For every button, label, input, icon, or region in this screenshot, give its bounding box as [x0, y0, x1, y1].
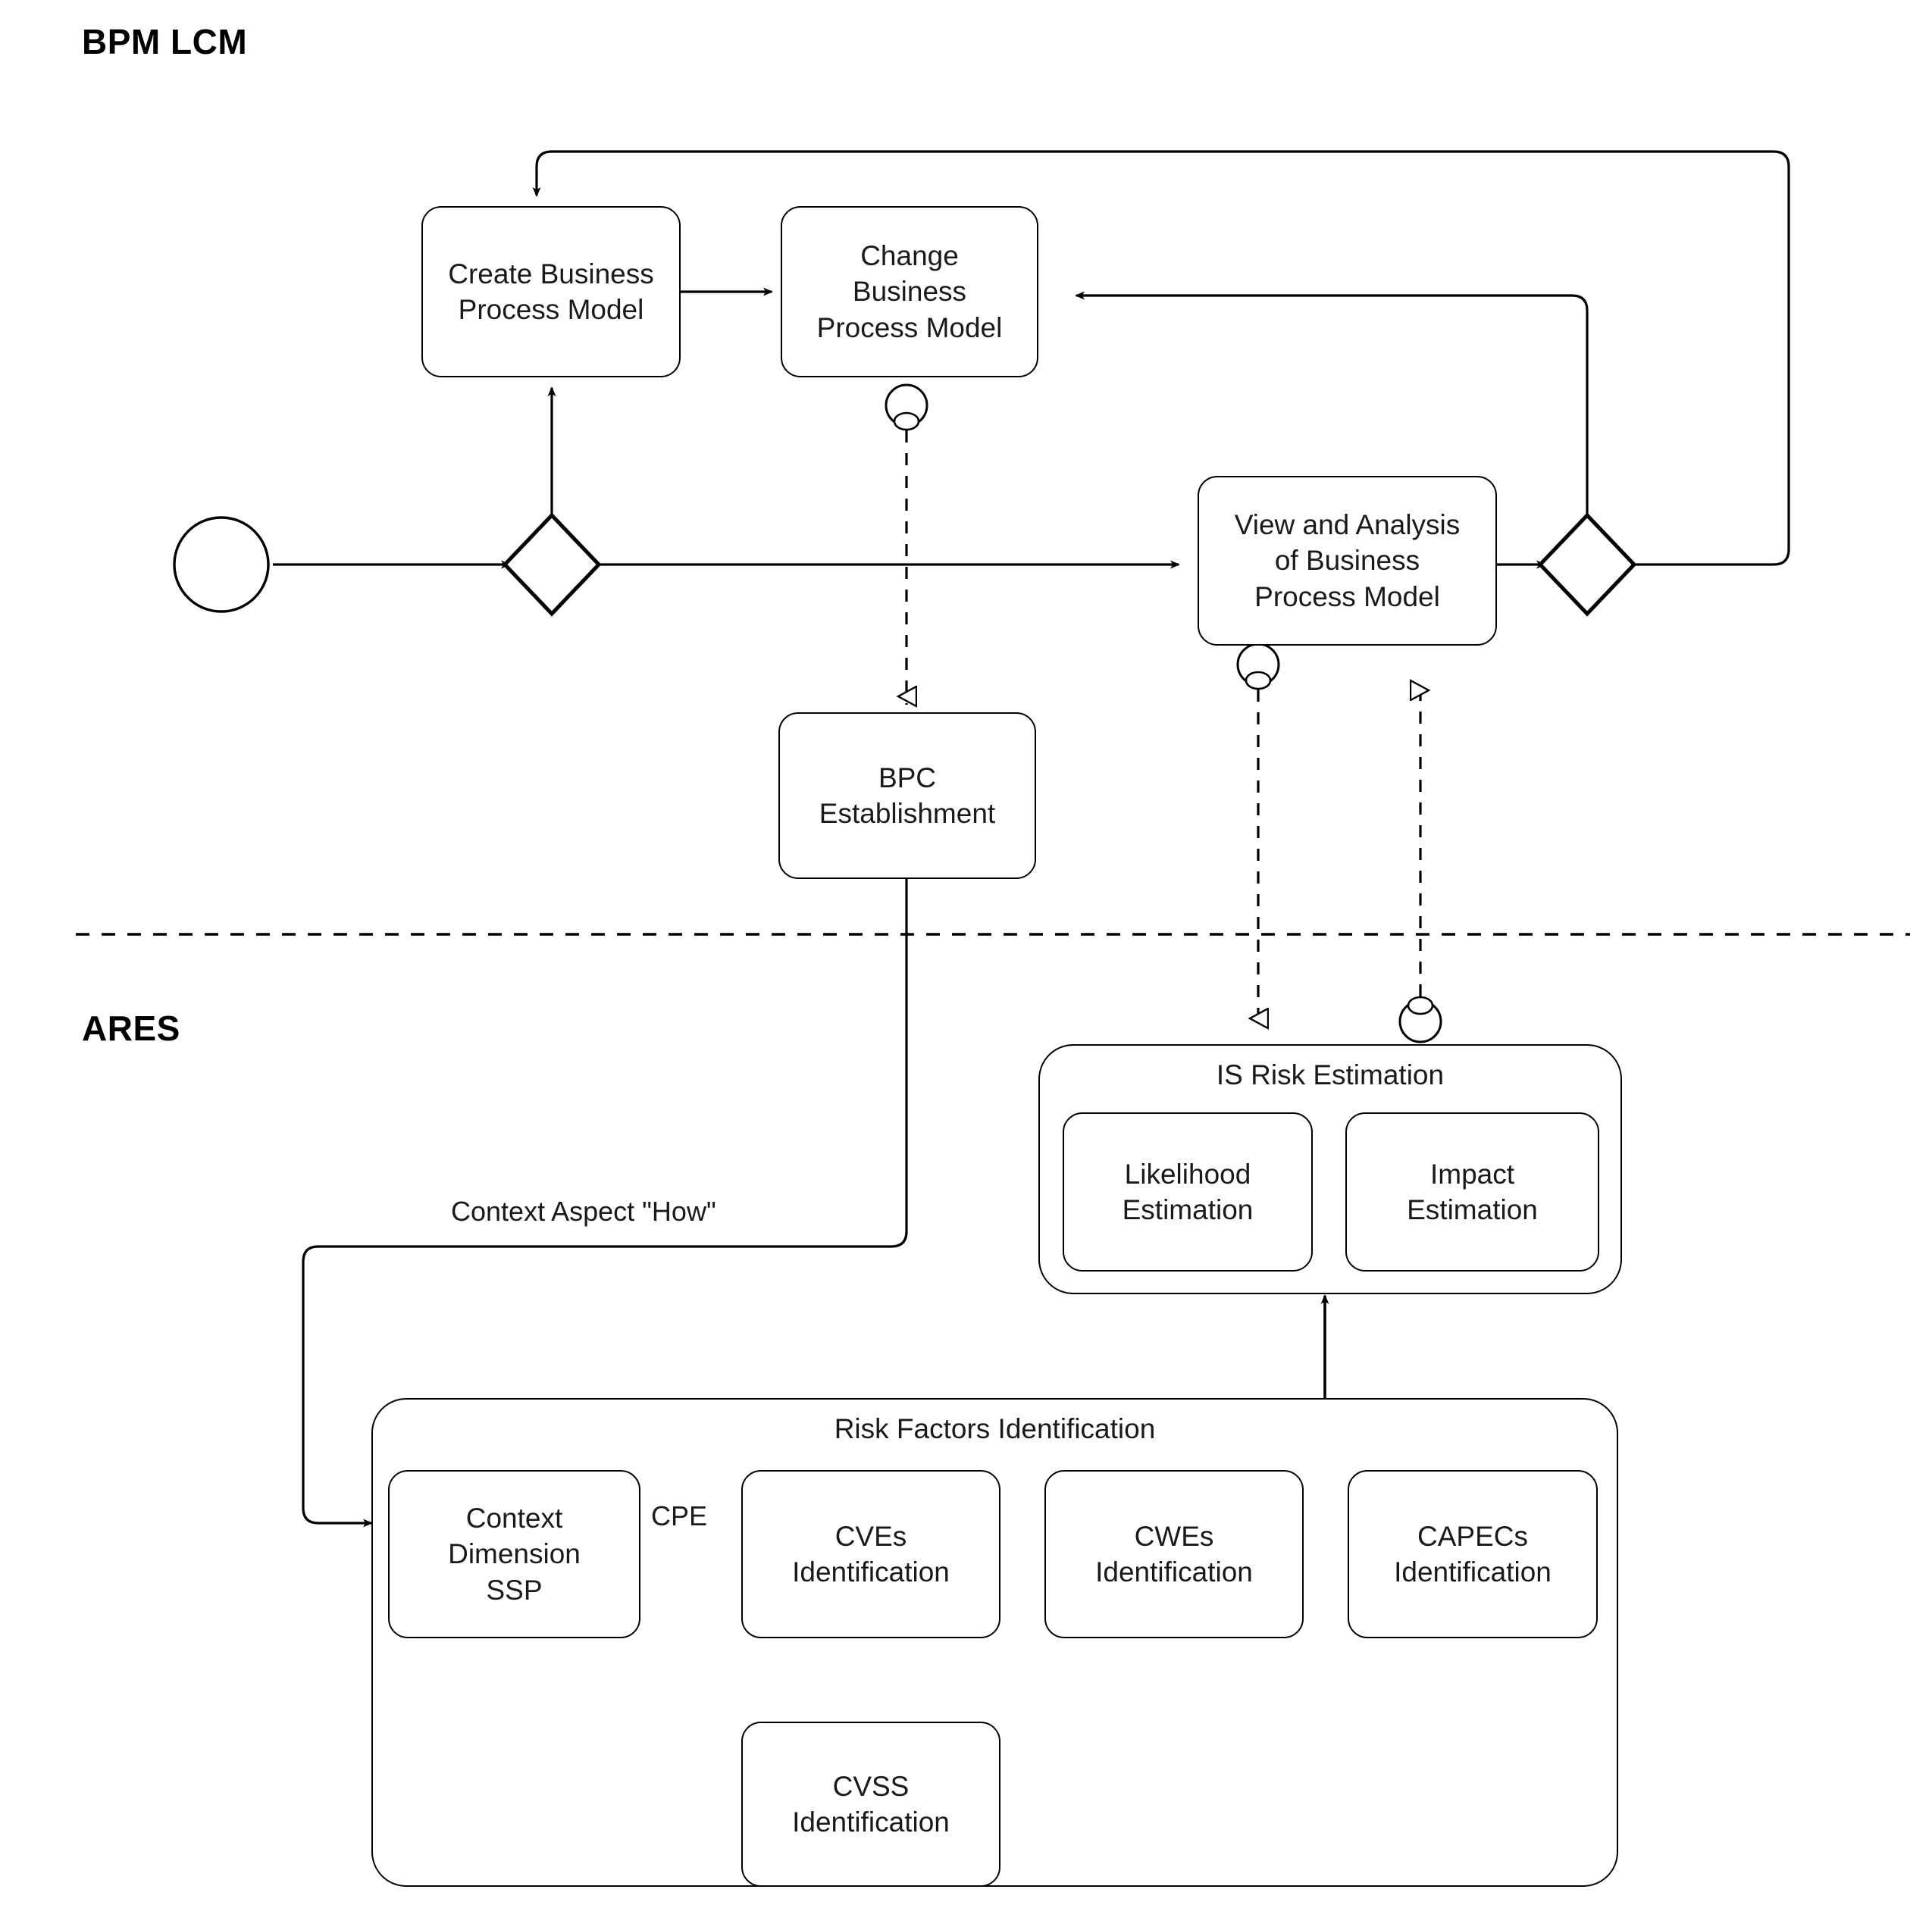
task-change-bpm-line2: Business [852, 276, 967, 308]
task-capecs-line1: CAPECs [1417, 1520, 1528, 1552]
lane-title-bpm-lcm: BPM LCM [82, 22, 248, 61]
task-likelihood-line2: Estimation [1122, 1194, 1254, 1225]
task-view-analysis-line3: Process Model [1254, 580, 1440, 612]
task-cwes-line1: CWEs [1134, 1520, 1214, 1552]
task-cvss-line2: Identification [792, 1806, 950, 1838]
task-create-bpm-line2: Process Model [458, 294, 644, 325]
task-impact-estimation[interactable]: Impact Estimation [1345, 1112, 1599, 1272]
task-bpc-line2: Establishment [819, 798, 996, 829]
subprocess-is-risk-estimation-title: IS Risk Estimation [1216, 1059, 1445, 1090]
task-cwes-line2: Identification [1095, 1556, 1253, 1588]
task-view-and-analysis-of-business-process-model[interactable]: View and Analysis of Business Process Mo… [1198, 476, 1497, 646]
task-cves-line1: CVEs [834, 1520, 907, 1552]
edge-gateway2-loop-to-create [532, 150, 1790, 566]
task-cvss-line1: CVSS [832, 1770, 910, 1802]
task-likelihood-line1: Likelihood [1124, 1158, 1251, 1190]
start-event [173, 516, 270, 613]
edge-bpc-to-context-dimension [302, 879, 908, 1528]
task-create-business-process-model[interactable]: Create Business Process Model [421, 206, 681, 377]
task-cwes-identification[interactable]: CWEs Identification [1044, 1470, 1304, 1638]
task-change-business-process-model[interactable]: Change Business Process Model [781, 206, 1038, 377]
task-cves-line2: Identification [792, 1556, 950, 1588]
task-context-dimension-line1: Context [465, 1502, 563, 1534]
subprocess-risk-factors-identification-title: Risk Factors Identification [834, 1413, 1156, 1444]
task-change-bpm-line3: Process Model [816, 311, 1003, 343]
gateway-1 [502, 512, 602, 617]
lane-title-ares: ARES [82, 1009, 180, 1048]
task-context-dimension-ssp[interactable]: Context Dimension SSP [388, 1470, 640, 1638]
task-change-bpm-line1: Change [860, 239, 959, 271]
task-create-bpm-line1: Create Business [448, 258, 654, 289]
task-view-analysis-line2: of Business [1274, 545, 1420, 577]
task-bpc-establishment[interactable]: BPC Establishment [778, 712, 1036, 879]
task-impact-line2: Estimation [1407, 1194, 1538, 1225]
task-cvss-identification[interactable]: CVSS Identification [741, 1722, 1000, 1887]
gateway-2 [1537, 512, 1637, 617]
edge-label-context-aspect-how: Context Aspect "How" [446, 1196, 722, 1228]
task-cves-identification[interactable]: CVEs Identification [741, 1470, 1000, 1638]
edge-label-cpe: CPE [646, 1500, 713, 1532]
task-capecs-line2: Identification [1394, 1556, 1552, 1588]
edge-gateway2-loop-to-change [1075, 291, 1589, 523]
task-view-analysis-line1: View and Analysis [1234, 508, 1461, 540]
task-context-dimension-line2: Dimension [448, 1538, 581, 1570]
task-capecs-identification[interactable]: CAPECs Identification [1348, 1470, 1598, 1638]
task-likelihood-estimation[interactable]: Likelihood Estimation [1063, 1112, 1313, 1272]
task-bpc-line1: BPC [878, 762, 937, 793]
task-impact-line1: Impact [1429, 1158, 1515, 1190]
task-context-dimension-line3: SSP [486, 1574, 543, 1606]
